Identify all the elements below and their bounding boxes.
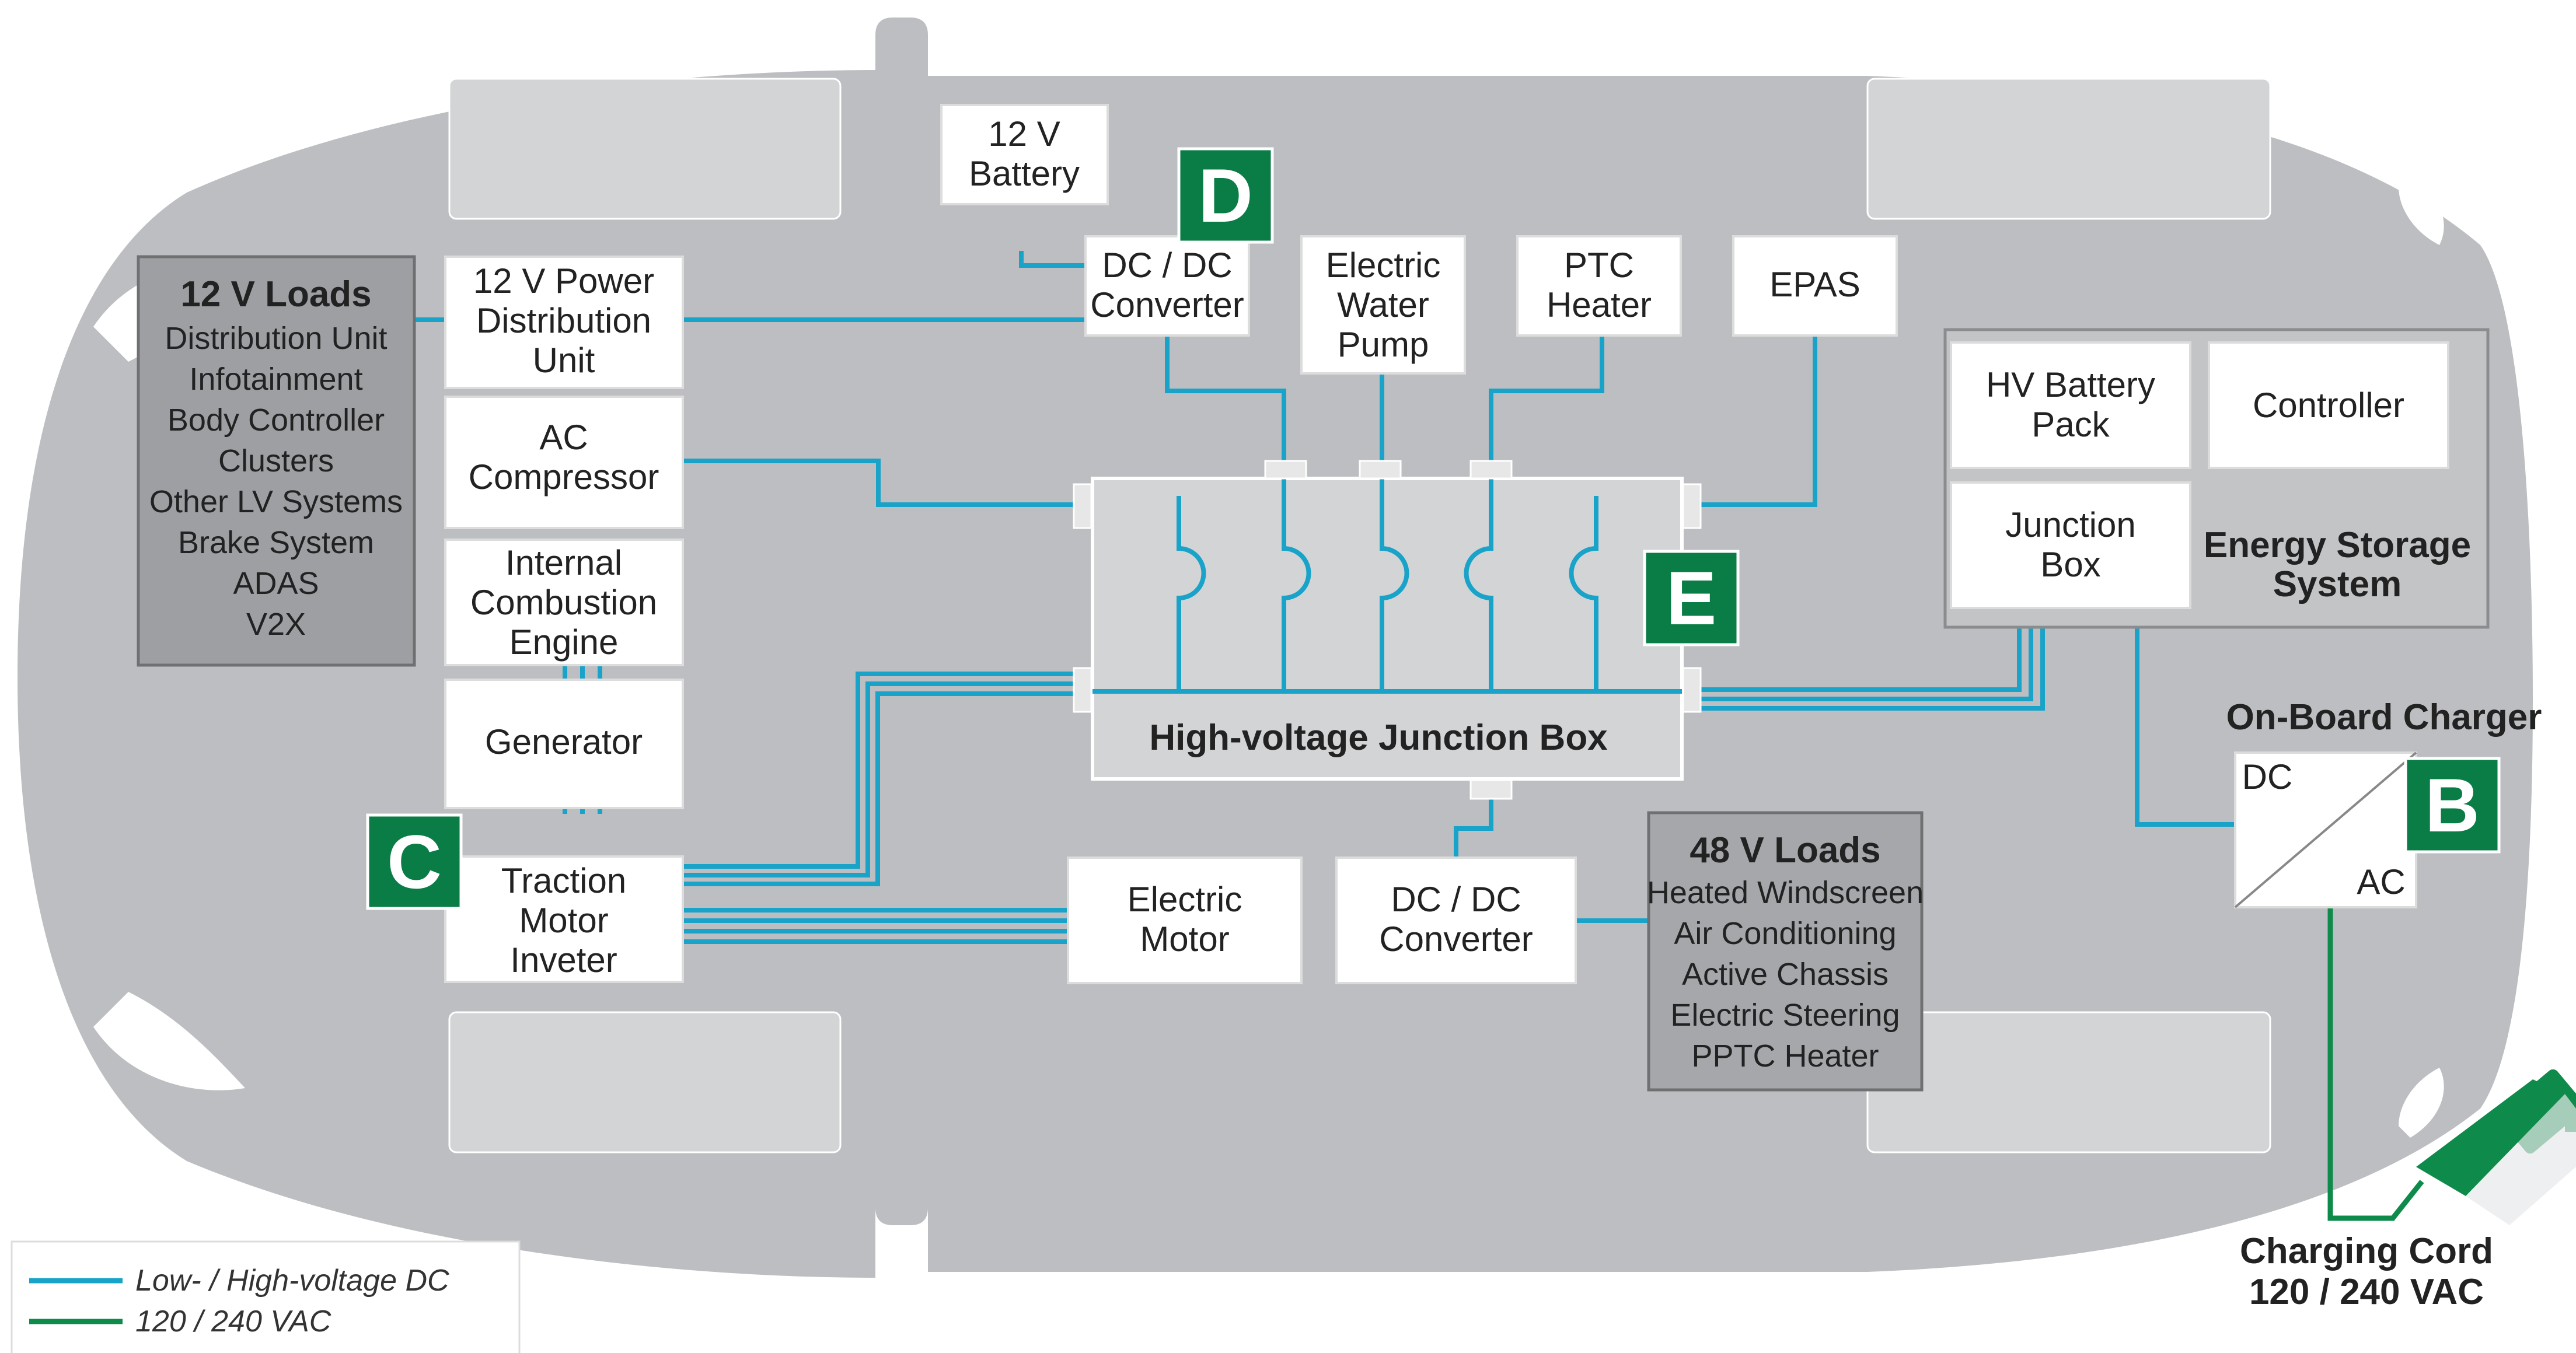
- tag-b: B: [2404, 757, 2501, 854]
- node-epas: EPAS: [1732, 235, 1898, 337]
- svg-text:Combustion: Combustion: [470, 583, 657, 622]
- svg-text:B: B: [2425, 763, 2480, 848]
- dc-wires: [414, 251, 2235, 944]
- svg-text:HV Battery: HV Battery: [1986, 365, 2155, 404]
- svg-text:E: E: [1666, 555, 1717, 641]
- load-12v-item: Other LV Systems: [149, 484, 403, 519]
- ess-label-line: System: [2273, 564, 2402, 604]
- svg-text:Motor: Motor: [1140, 920, 1229, 959]
- charger-ac-label: AC: [2357, 862, 2405, 901]
- svg-text:DC / DC: DC / DC: [1102, 246, 1232, 285]
- load-12v-item: V2X: [246, 607, 306, 642]
- svg-text:C: C: [387, 819, 442, 904]
- svg-text:Distribution: Distribution: [476, 301, 651, 340]
- svg-text:12 V Power: 12 V Power: [473, 261, 654, 300]
- legend-ac-label: 120 / 240 VAC: [135, 1305, 331, 1338]
- node-dcdc-bottom: DC / DC Converter: [1335, 856, 1577, 984]
- svg-text:Internal: Internal: [505, 543, 622, 582]
- node-controller: Controller: [2208, 341, 2449, 469]
- load-12v-item: Body Controller: [167, 403, 385, 438]
- node-hv-battery: HV Battery Pack: [1950, 341, 2191, 469]
- charger-dc-label: DC: [2242, 757, 2293, 796]
- svg-text:PTC: PTC: [1564, 246, 1634, 285]
- legend: [11, 1240, 521, 1353]
- svg-text:D: D: [1198, 153, 1253, 238]
- svg-text:Engine: Engine: [509, 623, 619, 662]
- load-12v-item: Brake System: [178, 525, 374, 560]
- node-water-pump: Electric Water Pump: [1300, 235, 1466, 375]
- tag-e: E: [1643, 550, 1740, 646]
- svg-text:Electric: Electric: [1326, 246, 1441, 285]
- node-dcdc-top: DC / DC Converter: [1084, 235, 1250, 337]
- load-48v-item: Air Conditioning: [1674, 916, 1896, 951]
- load-12v-item: Distribution Unit: [165, 321, 387, 356]
- loads-48v-panel: 48 V Loads Heated Windscreen Air Conditi…: [1647, 811, 1924, 1092]
- loads-12v-title: 12 V Loads: [180, 274, 371, 314]
- node-battery-12v: 12 V Battery: [940, 104, 1109, 205]
- svg-text:Electric: Electric: [1128, 880, 1242, 919]
- legend-dc-label: Low- / High-voltage DC: [135, 1264, 449, 1298]
- ac-cord: [2327, 907, 2424, 1221]
- node-ac-compressor: AC Compressor: [444, 396, 684, 529]
- svg-text:120 / 240 VAC: 120 / 240 VAC: [2249, 1272, 2484, 1312]
- svg-text:Pump: Pump: [1338, 325, 1429, 364]
- charger-title: On-Board Charger: [2226, 697, 2542, 737]
- svg-text:Converter: Converter: [1379, 920, 1533, 959]
- loads-48v-title: 48 V Loads: [1690, 830, 1880, 870]
- node-ice: Internal Combustion Engine: [444, 539, 684, 666]
- svg-text:Unit: Unit: [533, 341, 595, 380]
- svg-text:Pack: Pack: [2032, 405, 2110, 444]
- svg-text:Converter: Converter: [1090, 285, 1244, 324]
- tag-c: C: [366, 813, 463, 910]
- svg-text:AC: AC: [539, 418, 588, 457]
- loads-12v-panel: 12 V Loads Distribution Unit Infotainmen…: [137, 255, 416, 667]
- load-12v-item: Infotainment: [189, 362, 362, 397]
- svg-text:DC / DC: DC / DC: [1391, 880, 1521, 919]
- svg-text:Traction: Traction: [501, 861, 627, 900]
- load-48v-item: Heated Windscreen: [1647, 875, 1924, 910]
- load-12v-item: Clusters: [218, 443, 334, 478]
- svg-text:Heater: Heater: [1547, 285, 1652, 324]
- node-traction-inverter: Traction Motor Inveter: [444, 855, 684, 983]
- svg-text:Compressor: Compressor: [469, 457, 659, 497]
- node-electric-motor: Electric Motor: [1067, 856, 1303, 984]
- tag-d: D: [1177, 147, 1274, 244]
- svg-text:Generator: Generator: [485, 722, 643, 761]
- hv-junction-box: High-voltage Junction Box: [1073, 460, 1702, 800]
- svg-text:12 V: 12 V: [988, 114, 1060, 153]
- svg-text:Motor: Motor: [519, 901, 608, 940]
- node-pdu-12v: 12 V Power Distribution Unit: [444, 256, 684, 389]
- node-junction-box: Junction Box: [1950, 481, 2191, 609]
- hvjb-label: High-voltage Junction Box: [1149, 718, 1608, 758]
- node-ptc-heater: PTC Heater: [1516, 235, 1682, 337]
- svg-text:Junction: Junction: [2005, 505, 2135, 544]
- load-48v-item: Active Chassis: [1682, 957, 1889, 992]
- svg-text:Charging Cord: Charging Cord: [2240, 1231, 2493, 1271]
- node-generator: Generator: [444, 679, 684, 809]
- svg-text:Inveter: Inveter: [510, 941, 617, 980]
- charging-cord-label: Charging Cord 120 / 240 VAC: [2240, 1231, 2493, 1312]
- load-48v-item: Electric Steering: [1670, 998, 1900, 1033]
- svg-text:EPAS: EPAS: [1769, 265, 1861, 304]
- load-48v-item: PPTC Heater: [1691, 1039, 1879, 1074]
- svg-text:Controller: Controller: [2253, 386, 2404, 425]
- svg-text:Battery: Battery: [969, 154, 1080, 193]
- ess-label-line: Energy Storage: [2204, 525, 2471, 565]
- svg-text:Water: Water: [1337, 285, 1429, 324]
- load-12v-item: ADAS: [233, 566, 319, 601]
- charging-plug-icon: [2416, 1069, 2576, 1225]
- svg-text:Box: Box: [2040, 545, 2100, 584]
